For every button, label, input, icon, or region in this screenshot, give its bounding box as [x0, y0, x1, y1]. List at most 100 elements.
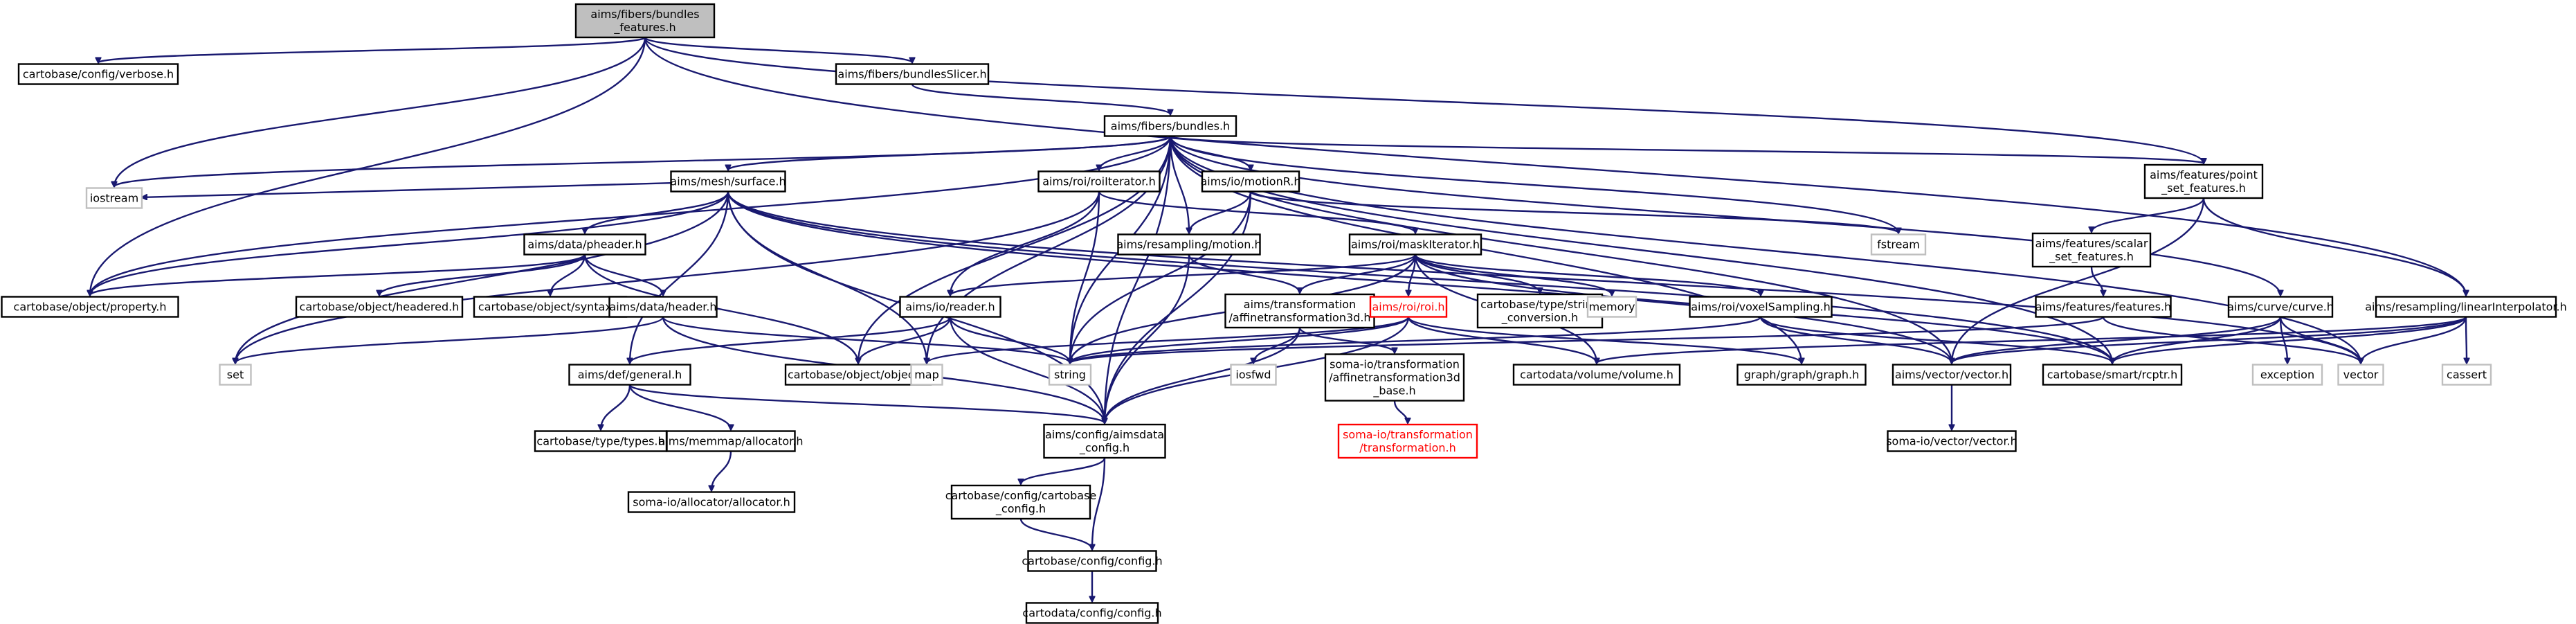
node-box [1230, 364, 1277, 386]
node-linear[interactable]: aims/resampling/linearInterpolator.h [2365, 296, 2567, 318]
node-maskiter[interactable]: aims/roi/maskIterator.h [1348, 233, 1482, 256]
edge-curve-to-vector [2279, 317, 2361, 364]
node-somatransf[interactable]: soma-io/transformation/transformation.h [1337, 423, 1478, 459]
node-cb_config[interactable]: cartobase/config/config.h [1022, 550, 1163, 572]
node-label: aims/roi/voxelSampling.h [1691, 301, 1831, 314]
node-box [2227, 296, 2334, 318]
node-property[interactable]: cartobase/object/property.h [1, 296, 179, 318]
node-box [1117, 233, 1261, 256]
node-slicer[interactable]: aims/fibers/bundlesSlicer.h [835, 63, 990, 85]
node-affine[interactable]: aims/transformation/affinetransformation… [1224, 293, 1375, 329]
node-somavector[interactable]: soma-io/vector/vector.h [1886, 430, 2017, 452]
node-string[interactable]: string [1048, 364, 1092, 386]
node-cd_config[interactable]: cartodata/config/config.h [1022, 602, 1162, 624]
edge-surface-to-general [630, 191, 729, 364]
edge-header-to-string [662, 316, 1070, 364]
edge-maskiter-to-strconv [1414, 254, 1540, 294]
node-graph[interactable]: graph/graph/graph.h [1736, 364, 1867, 386]
node-roi[interactable]: aims/roi/roi.h [1369, 296, 1448, 318]
edge-general-to-aimsdata_config [628, 384, 1105, 425]
node-set[interactable]: set [219, 364, 252, 386]
edge-cartobase_config-to-cb_config [1019, 518, 1092, 550]
node-resmotion[interactable]: aims/resampling/motion.h [1116, 233, 1262, 256]
node-label: aims/fibers/bundlesSlicer.h [837, 68, 986, 81]
node-label: aims/config/aimsdata [1045, 428, 1164, 441]
node-surface[interactable]: aims/mesh/surface.h [670, 170, 786, 193]
edge-maskiter-to-reader [950, 253, 1417, 296]
node-pheader[interactable]: aims/data/pheader.h [523, 233, 646, 256]
node-iosfwd[interactable]: iosfwd [1230, 364, 1277, 386]
node-label: soma-io/transformation [1343, 428, 1473, 441]
node-box [950, 484, 1091, 520]
node-label: cartobase/object/headered.h [300, 301, 460, 314]
node-box [1037, 170, 1161, 193]
node-box [1201, 170, 1300, 193]
edge-surface-to-rcptr [727, 191, 2112, 364]
node-verbose[interactable]: cartobase/config/verbose.h [17, 63, 179, 85]
node-label: cartobase/object/property.h [14, 301, 167, 314]
node-iostream[interactable]: iostream [85, 187, 143, 209]
node-vector[interactable]: vector [2337, 364, 2384, 386]
node-memory[interactable]: memory [1586, 296, 1638, 318]
node-box [1337, 423, 1478, 459]
node-fstream[interactable]: fstream [1870, 233, 1927, 256]
edge-root-to-property [90, 37, 646, 296]
node-box [1887, 430, 2017, 452]
edge-voxelsamp-to-string [1070, 316, 1762, 364]
node-box [1025, 602, 1159, 624]
edge-root-to-iostream [114, 37, 646, 187]
node-types[interactable]: cartobase/type/types.h [534, 430, 668, 452]
edge-roiiter-to-maskiter [1098, 190, 1415, 233]
node-somaalloc[interactable]: soma-io/allocator/allocator.h [627, 491, 796, 513]
node-box [1048, 364, 1092, 386]
node-label: string [1054, 368, 1086, 382]
node-somaaffine[interactable]: soma-io/transformation/affinetransformat… [1324, 353, 1465, 402]
node-label: cartobase/smart/rcptr.h [2047, 368, 2178, 382]
node-syntax[interactable]: cartobase/object/syntax.h [473, 296, 628, 318]
node-vector_h[interactable]: aims/vector/vector.h [1892, 364, 2012, 386]
node-label: aims/vector/vector.h [1895, 368, 2008, 382]
edge-voxelsamp-to-rcptr [1759, 316, 2112, 364]
edge-root-to-verbose [98, 36, 646, 64]
node-motionR[interactable]: aims/io/motionR.h [1201, 170, 1301, 193]
node-features[interactable]: aims/features/features.h [2035, 296, 2172, 318]
node-map[interactable]: map [910, 364, 943, 386]
edge-bundles-to-pointset [1169, 135, 2204, 164]
node-label: /affinetransformation3d [1329, 371, 1460, 384]
edge-pheader-to-property [90, 253, 586, 296]
node-header[interactable]: aims/data/header.h [608, 296, 718, 318]
node-box [2251, 364, 2323, 386]
node-root[interactable]: aims/fibers/bundles_features.h [574, 3, 716, 39]
node-pointset[interactable]: aims/features/point_set_features.h [2143, 163, 2264, 199]
node-aimsdata_config[interactable]: aims/config/aimsdata_config.h [1043, 423, 1166, 459]
node-label: aims/fibers/bundles [590, 8, 699, 21]
node-general[interactable]: aims/def/general.h [568, 364, 691, 386]
node-box [1870, 233, 1927, 256]
node-box [2031, 232, 2152, 268]
node-reader[interactable]: aims/io/reader.h [899, 296, 1001, 318]
node-roiiter[interactable]: aims/roi/roiIterator.h [1037, 170, 1161, 193]
edge-general-to-types [601, 384, 631, 430]
edge-root-to-linear [644, 37, 2466, 296]
node-curve[interactable]: aims/curve/curve.h [2227, 296, 2334, 318]
node-label: aims/def/general.h [578, 368, 682, 382]
node-cartobase_config[interactable]: cartobase/config/cartobase_config.h [945, 484, 1097, 520]
node-bundles[interactable]: aims/fibers/bundles.h [1103, 115, 1237, 137]
node-box [1586, 296, 1638, 318]
node-scalarset[interactable]: aims/features/scalar_set_features.h [2031, 232, 2152, 268]
node-box [2337, 364, 2384, 386]
node-memalloc[interactable]: aims/memmap/allocator.h [659, 430, 804, 452]
node-object[interactable]: cartobase/object/object.h [784, 364, 932, 386]
node-headered[interactable]: cartobase/object/headered.h [295, 296, 464, 318]
node-strconv[interactable]: cartobase/type/string_conversion.h [1476, 293, 1604, 329]
node-box [835, 63, 990, 85]
node-label: cartobase/config/verbose.h [23, 68, 174, 81]
node-rcptr[interactable]: cartobase/smart/rcptr.h [2042, 364, 2183, 386]
node-cassert[interactable]: cassert [2441, 364, 2492, 386]
edge-reader-to-aimsdata_config [949, 317, 1105, 424]
node-box [627, 491, 796, 513]
node-volume[interactable]: cartodata/volume/volume.h [1512, 364, 1681, 386]
node-exception[interactable]: exception [2251, 364, 2323, 386]
edge-linear-to-rcptr [2112, 316, 2467, 364]
node-voxelsamp[interactable]: aims/roi/voxelSampling.h [1689, 296, 1833, 318]
